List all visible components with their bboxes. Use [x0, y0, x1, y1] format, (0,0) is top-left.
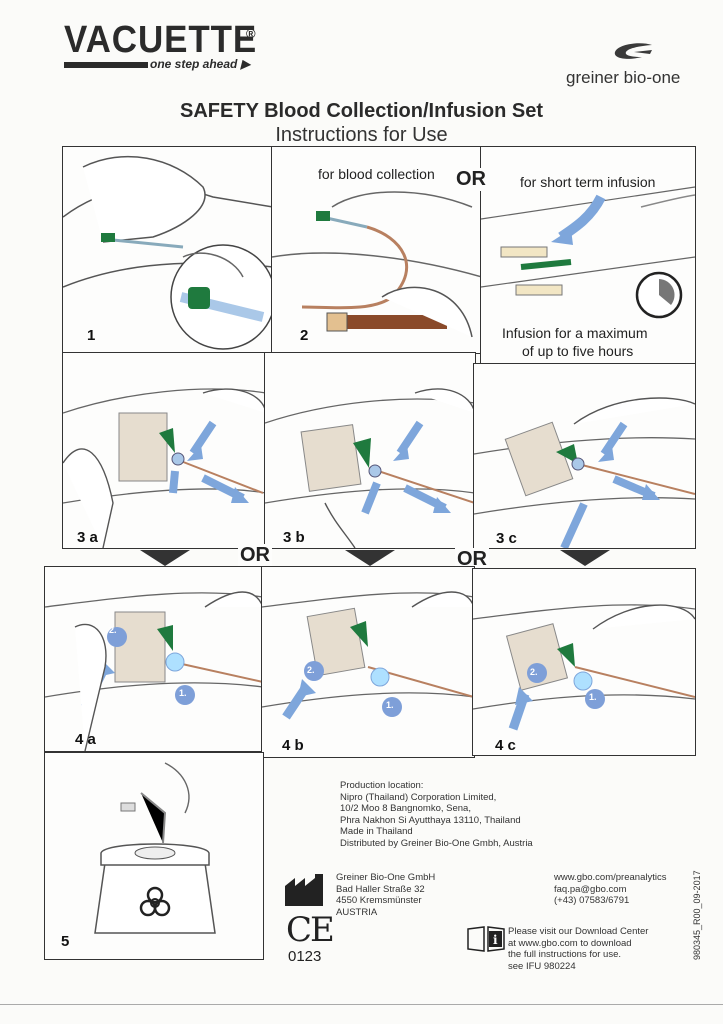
production-line: Made in Thailand [340, 826, 413, 837]
document-code: 980345_R00_09-2017 [692, 870, 702, 960]
or-label-middle-left: OR [238, 544, 272, 567]
tagline-bar [64, 62, 148, 68]
download-line: see IFU 980224 [508, 960, 576, 972]
production-line: Production location: [340, 780, 424, 791]
step-number: 5 [61, 933, 70, 950]
step-number: 3 c [496, 530, 517, 547]
marker-2: 2. [109, 625, 117, 635]
production-line: Distributed by Greiner Bio-One Gmbh, Aus… [340, 837, 533, 849]
step-4a-illustration [45, 591, 263, 751]
step-4b-illustration [262, 591, 474, 720]
step-4c-illustration [473, 604, 695, 731]
contact-web: www.gbo.com/preanalytics [554, 872, 667, 883]
step-1-illustration [63, 155, 273, 350]
step-3a-panel: 3 a [62, 352, 267, 549]
contact-email: faq.pa@gbo.com [554, 883, 627, 895]
vacuette-logo: VACUETTE [64, 19, 258, 61]
step-number: 4 c [495, 737, 516, 754]
infusion-illustration [481, 186, 695, 319]
manufacturer-line: AUSTRIA [336, 906, 378, 918]
company-name: greiner bio-one [566, 68, 681, 87]
biohazard-icon [139, 886, 171, 917]
step-3c-illustration [474, 397, 695, 548]
step-3a-illustration [63, 388, 266, 548]
disposal-container-illustration [94, 762, 216, 934]
ce-mark: CE [286, 910, 335, 950]
production-line: Phra Nakhon Si Ayutthaya 13110, Thailand [340, 814, 521, 826]
svg-text:i: i [493, 933, 498, 947]
download-info: Please visit our Download Center at www.… [508, 926, 648, 972]
step-2-panel: 2 [271, 146, 483, 354]
marker-2: 2. [307, 665, 315, 675]
step-number: 1 [87, 327, 96, 344]
production-line: 10/2 Moo 8 Bangnomko, Sena, [340, 803, 471, 814]
step-3b-panel: 3 b [264, 352, 476, 549]
document-subtitle: Instructions for Use [275, 124, 448, 146]
manufacturer-line: Greiner Bio-One GmbH [336, 872, 436, 883]
step-2-illustration [272, 191, 482, 338]
step-infusion-panel [480, 146, 696, 366]
step-1-panel: 1 [62, 146, 274, 354]
or-label-middle-right: OR [455, 548, 489, 571]
download-line: Please visit our Download Center [508, 926, 649, 937]
registered-mark: ® [246, 26, 256, 41]
step-number: 3 b [283, 529, 305, 546]
tagline: one step ahead ▶ [150, 57, 250, 71]
step-4c-panel: 2. 1. 4 c [472, 568, 696, 756]
greiner-swoosh-icon [614, 43, 652, 59]
manufacturer-line: Bad Haller Straße 32 [336, 883, 425, 895]
download-line: at www.gbo.com to download [508, 937, 632, 949]
document-title: SAFETY Blood Collection/Infusion Set [180, 100, 543, 122]
marker-1: 1. [179, 688, 187, 698]
infusion-limit-line1: Infusion for a maximum [502, 325, 648, 341]
or-label-top: OR [454, 168, 488, 191]
ce-notified-body: 0123 [288, 948, 322, 965]
marker-1: 1. [589, 692, 597, 702]
production-line: Nipro (Thailand) Corporation Limited, [340, 791, 497, 803]
step-5-panel: 5 [44, 752, 264, 960]
step-4a-panel: 2. 1. 4 a [44, 566, 264, 752]
contact-phone: (+43) 07583/6791 [554, 895, 630, 906]
manufacturer-line: 4550 Kremsmünster [336, 895, 422, 906]
marker-2: 2. [530, 667, 538, 677]
production-info: Production location: Nipro (Thailand) Co… [340, 780, 533, 849]
step-number: 4 a [75, 731, 96, 748]
short-term-infusion-label: for short term infusion [520, 174, 656, 190]
download-line: the full instructions for use. [508, 949, 621, 960]
bottom-rule [0, 1004, 723, 1005]
infusion-limit-line2: of up to five hours [522, 343, 634, 359]
step-4b-panel: 2. 1. 4 b [261, 566, 475, 758]
step-number: 2 [300, 327, 309, 344]
manufacturer-address: Greiner Bio-One GmbH Bad Haller Straße 3… [336, 872, 435, 918]
step-number: 4 b [282, 737, 304, 754]
down-arrows [140, 550, 610, 566]
marker-1: 1. [386, 700, 394, 710]
step-number: 3 a [77, 529, 98, 546]
contact-info: www.gbo.com/preanalytics faq.pa@gbo.com … [554, 872, 666, 907]
blood-collection-label: for blood collection [318, 166, 435, 182]
step-3b-illustration [265, 388, 475, 548]
info-book-icon: i [467, 926, 505, 952]
step-3c-panel: 3 c [473, 363, 696, 549]
manufacturer-icon [285, 874, 323, 906]
